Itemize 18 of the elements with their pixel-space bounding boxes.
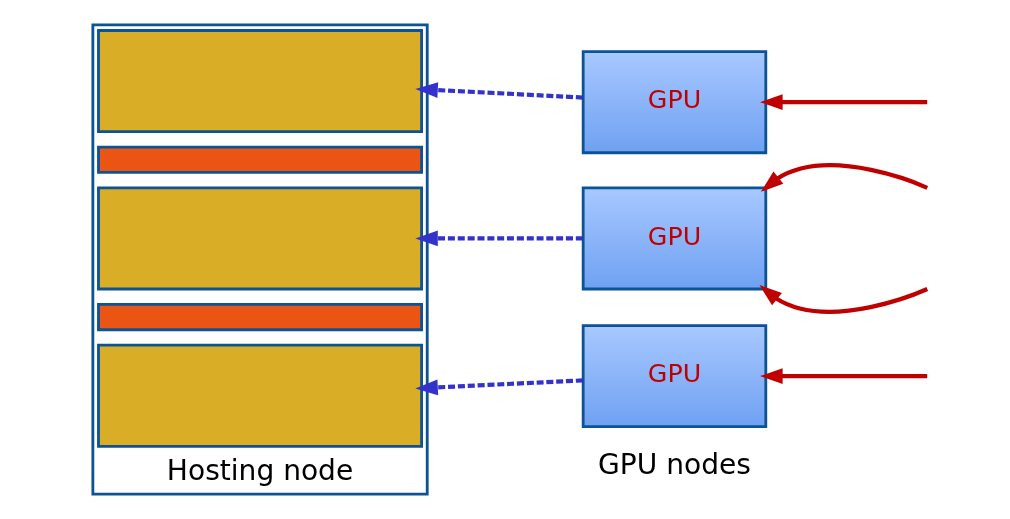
arrow — [415, 82, 583, 100]
arrow — [760, 368, 928, 384]
arrow — [760, 94, 928, 111]
node-bar — [97, 145, 423, 174]
node-bar — [97, 303, 423, 332]
node-label: Hosting node — [166, 454, 354, 488]
arrow — [415, 378, 583, 396]
arrow — [760, 163, 929, 192]
label: GPU nodes — [598, 448, 751, 482]
node-box: GPU — [581, 50, 768, 155]
arrow — [759, 285, 929, 314]
node-box: GPU — [581, 186, 768, 291]
arrow — [415, 230, 583, 247]
node-box: GPU — [581, 324, 768, 429]
node-box — [97, 186, 423, 291]
cluster — [91, 23, 429, 496]
node-box — [97, 343, 423, 448]
node-box — [97, 29, 423, 134]
